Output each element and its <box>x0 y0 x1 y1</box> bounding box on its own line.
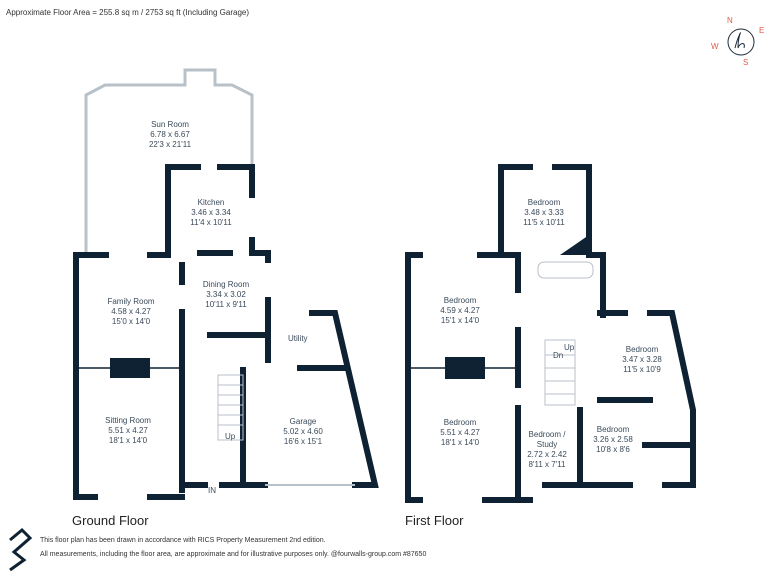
first-floor-walls <box>405 164 696 503</box>
first-floor-title: First Floor <box>405 513 464 528</box>
floor-area-text: Approximate Floor Area = 255.8 sq m / 27… <box>6 8 250 17</box>
compass-s: S <box>743 58 749 67</box>
entrance-label: IN <box>208 486 216 495</box>
chimney <box>110 358 150 378</box>
compass-n: N <box>727 16 733 25</box>
footer-note-2: All measurements, including the floor ar… <box>40 551 427 558</box>
room-utility: Utility <box>288 334 308 343</box>
stairs-ground <box>217 374 244 441</box>
ground-floor-title: Ground Floor <box>72 513 149 528</box>
fourwalls-logo-icon <box>9 527 33 572</box>
stairs-up-label: Up <box>225 432 236 441</box>
compass-e: E <box>759 26 765 35</box>
stairs-first <box>537 261 594 406</box>
sun-room-outline <box>84 68 254 253</box>
stairs-down-label: Dn <box>553 351 564 360</box>
stairs-up-label-first: Up <box>564 343 575 352</box>
compass-w: W <box>711 42 719 51</box>
chimney-first <box>445 357 485 379</box>
bath <box>537 261 594 279</box>
footer-note-1: This floor plan has been drawn in accord… <box>40 537 326 544</box>
